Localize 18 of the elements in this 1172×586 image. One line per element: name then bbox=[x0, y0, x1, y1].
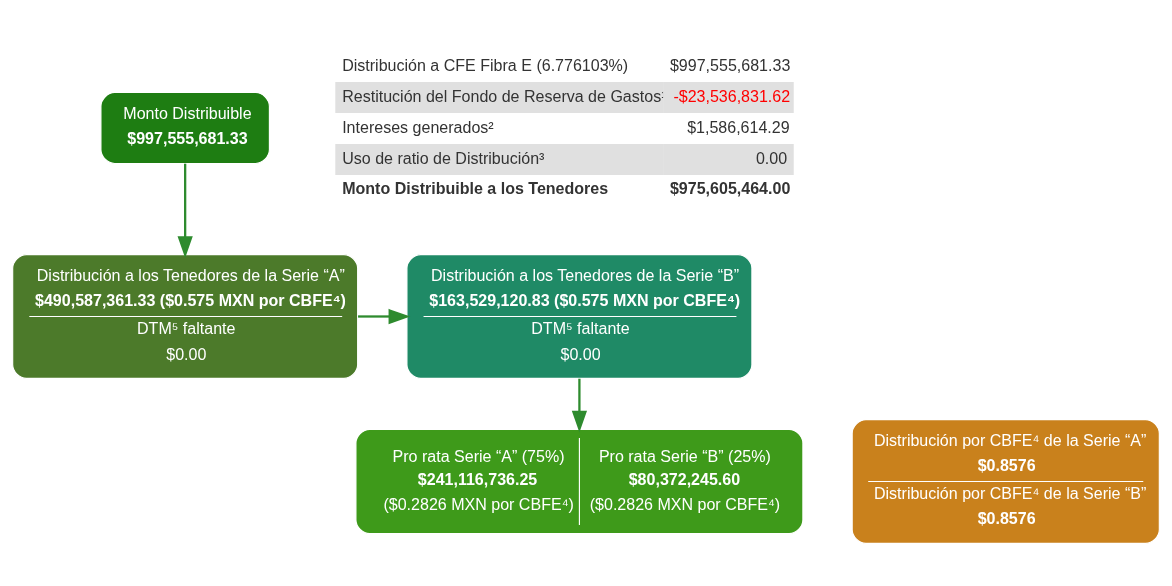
label: Distribución a CFE Fibra E (6.776103%) bbox=[342, 55, 629, 74]
label: $997,555,681.33 bbox=[669, 55, 791, 74]
label: 0.00 bbox=[755, 148, 788, 167]
arrow bbox=[358, 308, 411, 325]
label: Uso de ratio de Distribución³ bbox=[342, 148, 545, 167]
node-box: Distribución a los Tenedores de la Serie “B” $163,529,120.83 ($0.575 MXN por CBFE⁴) DTM⁵ faltante $0.00 bbox=[406, 254, 753, 379]
label: $975,605,464.00 bbox=[669, 178, 791, 197]
arrow bbox=[571, 378, 588, 433]
label: Restitución del Fondo de Reserva de Gastos¹ bbox=[342, 86, 667, 105]
label: $1,586,614.29 bbox=[687, 117, 790, 136]
node-box: Pro rata Serie “A” (75%) $241,116,736.25 ($0.2826 MXN por CBFE⁴) Pro rata Serie “B” (25%) $80,372,245.60 ($0.2826 MXN por CBFE⁴) bbox=[355, 428, 804, 535]
label: -$23,536,831.62 bbox=[673, 86, 791, 105]
node-box: Monto Distribuible $997,555,681.33 bbox=[100, 91, 270, 165]
label: Monto Distribuible a los Tenedores bbox=[342, 178, 609, 197]
node-box: Distribución a los Tenedores de la Serie “A” $490,587,361.33 ($0.575 MXN por CBFE⁴) DTM⁵ faltante $0.00 bbox=[12, 254, 359, 379]
arrow bbox=[177, 163, 193, 258]
node-box: Distribución por CBFE⁴ de la Serie “A” $0.8576 Distribución por CBFE⁴ de la Serie “B” $0.8576 bbox=[851, 419, 1160, 544]
label: Intereses generados² bbox=[342, 117, 494, 136]
